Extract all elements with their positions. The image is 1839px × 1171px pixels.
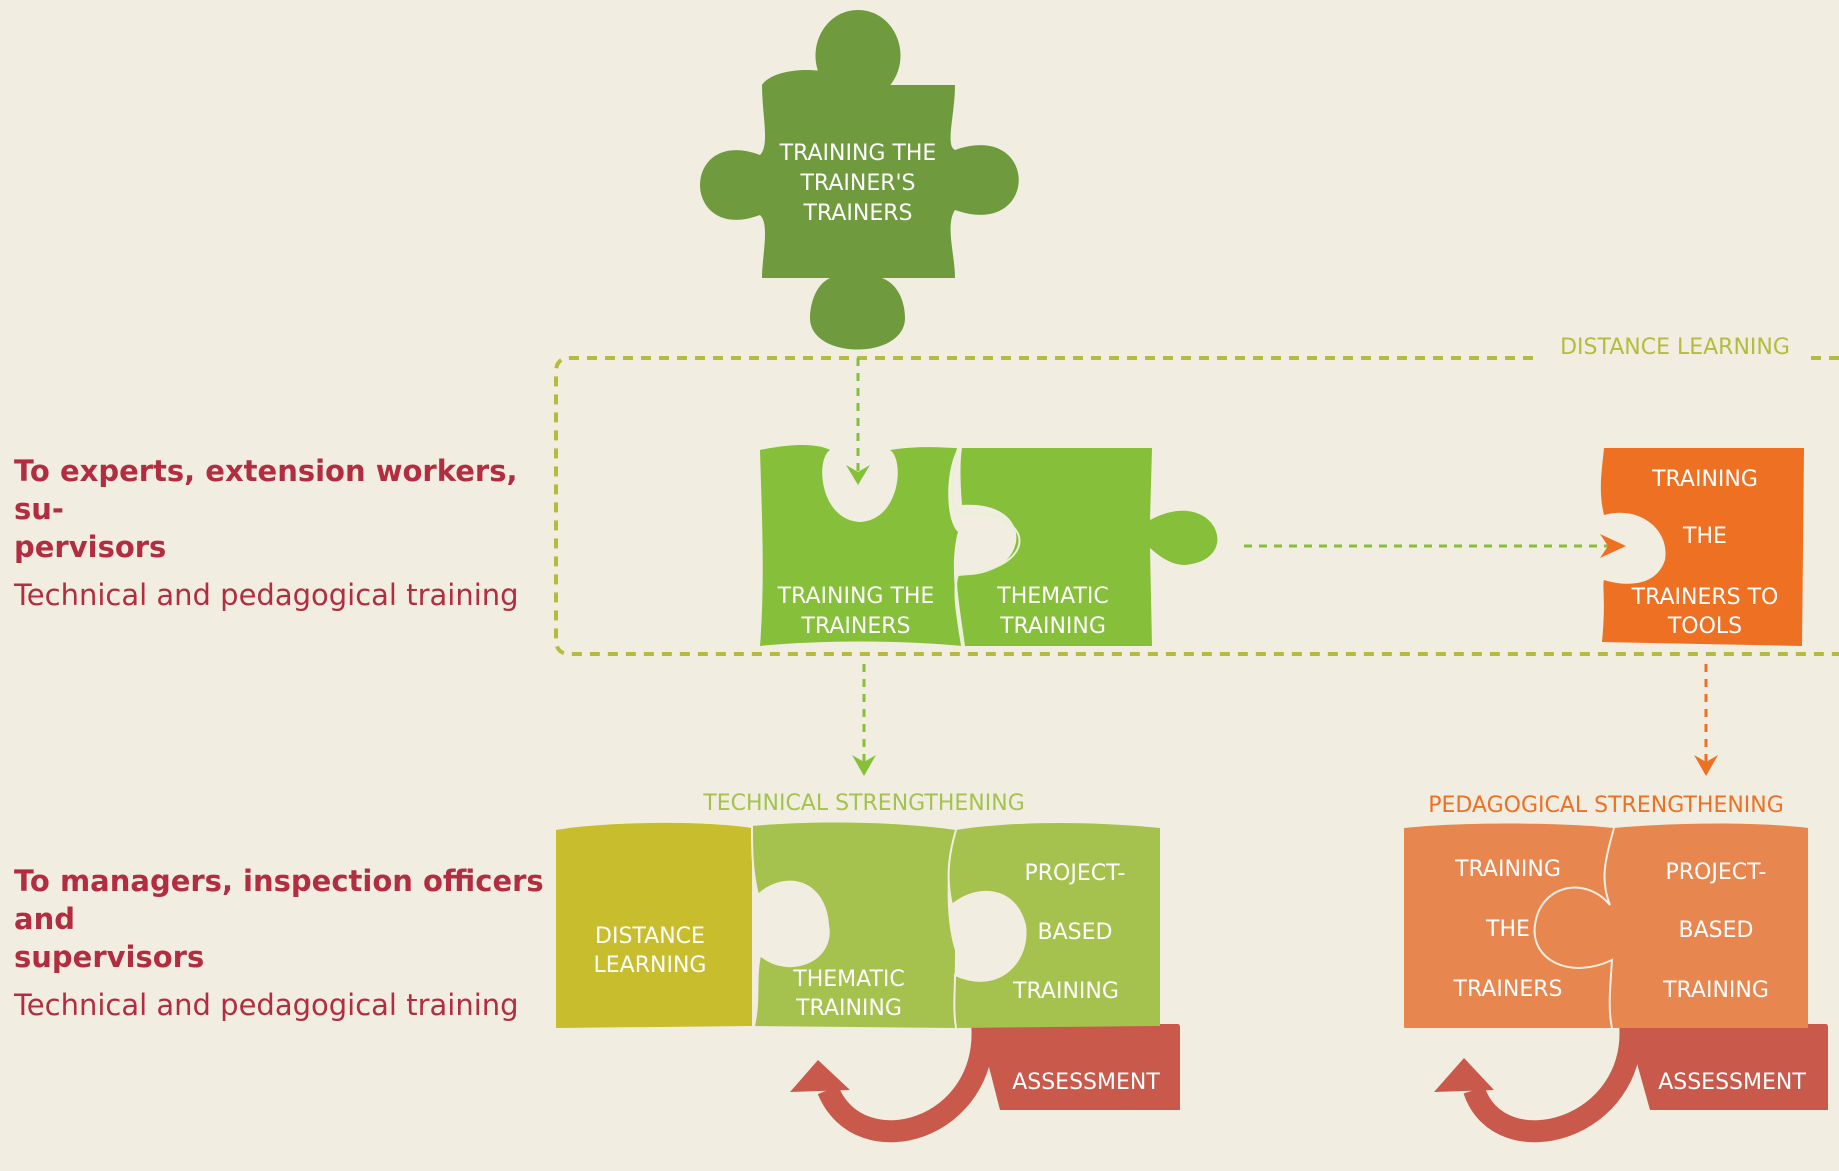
tools-line1: TRAINING xyxy=(1651,467,1758,492)
tech-project-line1: PROJECT- xyxy=(1025,861,1126,886)
ped-project-line1: PROJECT- xyxy=(1666,860,1767,885)
technical-strengthening-label: TECHNICAL STRENGTHENING xyxy=(702,791,1025,816)
assessment-loop-pedagogical xyxy=(1463,1021,1642,1143)
tech-distance-line1: DISTANCE xyxy=(595,924,705,949)
tech-thematic-line1: THEMATIC xyxy=(792,967,905,992)
audience-managers-title: To managers, inspection officers and sup… xyxy=(14,862,554,976)
audience-managers-subtitle: Technical and pedagogical training xyxy=(14,988,519,1022)
audience-experts: To experts, extension workers, su- pervi… xyxy=(14,452,554,614)
puzzle-piece-thematic-technical xyxy=(752,822,956,1028)
puzzle-piece-project-based-pedagogical xyxy=(1534,823,1808,1028)
tech-assessment-label: ASSESSMENT xyxy=(1012,1070,1160,1095)
ped-ttt-line2: THE xyxy=(1485,917,1530,942)
audience-managers-title-line1: To managers, inspection officers and xyxy=(14,864,544,936)
ped-project-line3: TRAINING xyxy=(1662,978,1769,1003)
top-piece-line3: TRAINERS xyxy=(803,201,913,226)
ped-ttt-line3: TRAINERS xyxy=(1453,977,1563,1002)
top-piece-line2: TRAINER'S xyxy=(799,171,915,196)
tech-thematic-line2: TRAINING xyxy=(795,996,902,1021)
middle-thematic-line2: TRAINING xyxy=(999,614,1106,639)
audience-experts-title: To experts, extension workers, su- pervi… xyxy=(14,452,554,566)
tools-line4: TOOLS xyxy=(1667,614,1742,639)
audience-experts-title-line2: pervisors xyxy=(14,530,167,564)
distance-learning-frame xyxy=(554,356,1839,656)
tools-line3: TRAINERS TO xyxy=(1631,585,1779,610)
audience-managers-title-line2: supervisors xyxy=(14,940,205,974)
puzzle-piece-distance-learning xyxy=(556,822,752,1028)
middle-ttt-line2: TRAINERS xyxy=(801,614,911,639)
middle-ttt-line1: TRAINING THE xyxy=(777,584,935,609)
pedagogical-strengthening-label: PEDAGOGICAL STRENGTHENING xyxy=(1428,793,1784,818)
puzzle-piece-trainers-to-tools xyxy=(1600,448,1804,646)
middle-thematic-line1: THEMATIC xyxy=(996,584,1109,609)
top-piece-line1: TRAINING THE xyxy=(779,141,937,166)
audience-experts-subtitle: Technical and pedagogical training xyxy=(14,578,519,612)
puzzle-piece-training-the-trainers-pedagogical xyxy=(1404,823,1614,1028)
ped-assessment-label: ASSESSMENT xyxy=(1658,1070,1806,1095)
tech-project-line2: BASED xyxy=(1038,920,1113,945)
tools-line2: THE xyxy=(1682,524,1727,549)
distance-learning-label: DISTANCE LEARNING xyxy=(1560,335,1790,360)
audience-experts-title-line1: To experts, extension workers, su- xyxy=(14,454,518,526)
tech-distance-line2: LEARNING xyxy=(594,953,707,978)
ped-project-line2: BASED xyxy=(1679,918,1754,943)
puzzle-piece-top xyxy=(700,70,1019,350)
puzzle-piece-training-the-trainers xyxy=(760,445,962,646)
ped-ttt-line1: TRAINING xyxy=(1454,857,1561,882)
assessment-loop-technical xyxy=(817,1020,994,1143)
audience-managers: To managers, inspection officers and sup… xyxy=(14,862,554,1024)
puzzle-piece-thematic-training xyxy=(957,448,1218,646)
tech-project-line3: TRAINING xyxy=(1012,979,1119,1004)
